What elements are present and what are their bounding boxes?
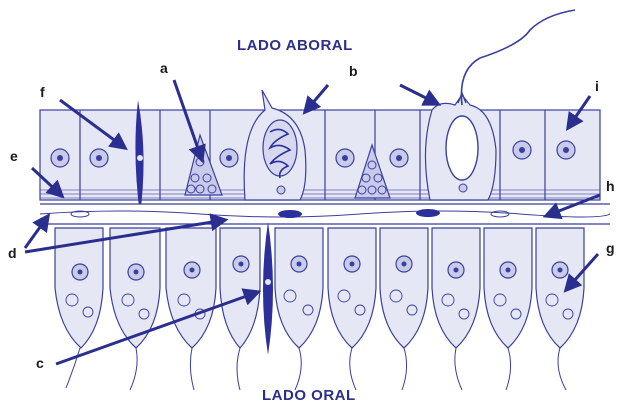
- mesoglea-layer: [40, 204, 610, 230]
- gastrodermis-layer: [55, 228, 584, 348]
- cnidocyte-b-coiled: [244, 90, 306, 200]
- flagella: [66, 348, 566, 390]
- spindle-cell-c: [263, 222, 273, 355]
